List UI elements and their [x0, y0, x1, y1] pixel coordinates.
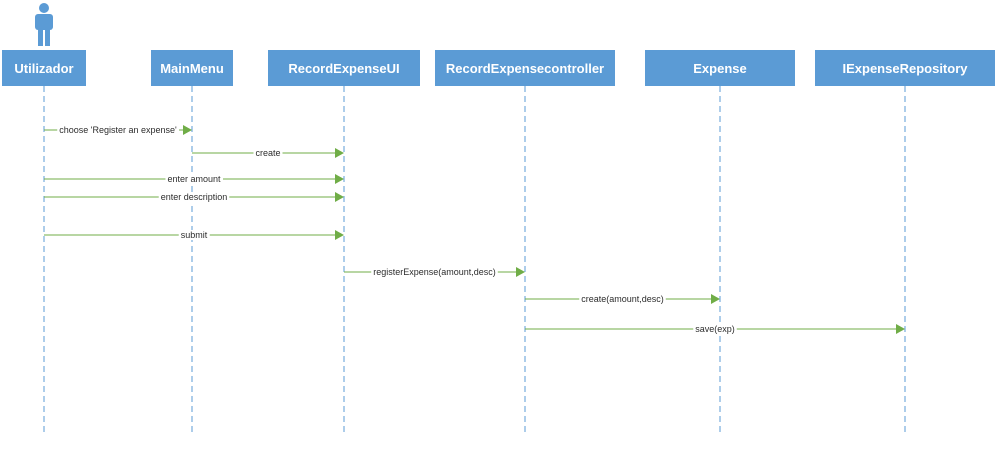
message-3: enter amount: [44, 174, 344, 184]
stick-figure-icon: [35, 3, 53, 46]
message-label: create(amount,desc): [581, 294, 664, 304]
participant-mainmenu: MainMenu: [151, 50, 233, 86]
participant-iexpenserepository: IExpenseRepository: [815, 50, 995, 86]
participant-box: [645, 50, 795, 86]
participant-utilizador: Utilizador: [2, 50, 86, 86]
message-label-bg: [165, 174, 224, 184]
participant-box: [268, 50, 420, 86]
participant-label: RecordExpenseUI: [288, 61, 399, 76]
participant-box: [435, 50, 615, 86]
message-label: create: [255, 148, 280, 158]
arrowhead-icon: [335, 148, 344, 158]
message-label: enter description: [161, 192, 228, 202]
participant-recordexpensecontroller: RecordExpensecontroller: [435, 50, 615, 86]
message-8: save(exp): [525, 324, 905, 334]
participant-label: RecordExpensecontroller: [446, 61, 604, 76]
arrowhead-icon: [183, 125, 192, 135]
participant-label: IExpenseRepository: [843, 61, 969, 76]
message-4: enter description: [44, 192, 344, 202]
arrowhead-icon: [516, 267, 525, 277]
message-label-bg: [253, 148, 283, 158]
message-label: registerExpense(amount,desc): [373, 267, 496, 277]
arrowhead-icon: [335, 230, 344, 240]
participant-box: [815, 50, 995, 86]
participant-expense: Expense: [645, 50, 795, 86]
message-label-bg: [57, 125, 180, 135]
message-6: registerExpense(amount,desc): [344, 267, 525, 277]
arrowhead-icon: [335, 192, 344, 202]
participant-label: Utilizador: [14, 61, 73, 76]
message-label-bg: [371, 267, 498, 277]
message-label-bg: [693, 324, 737, 334]
arrowhead-icon: [896, 324, 905, 334]
message-label: enter amount: [167, 174, 221, 184]
message-label-bg: [579, 294, 666, 304]
participant-box: [151, 50, 233, 86]
message-1: choose 'Register an expense': [44, 125, 192, 135]
message-label: choose 'Register an expense': [59, 125, 177, 135]
message-label-bg: [158, 192, 230, 202]
participant-box: [2, 50, 86, 86]
arrowhead-icon: [335, 174, 344, 184]
participant-recordexpenseui: RecordExpenseUI: [268, 50, 420, 86]
message-label-bg: [178, 230, 210, 240]
message-7: create(amount,desc): [525, 294, 720, 304]
arrowhead-icon: [711, 294, 720, 304]
message-label: submit: [181, 230, 208, 240]
participant-label: Expense: [693, 61, 746, 76]
message-label: save(exp): [695, 324, 735, 334]
message-5: submit: [44, 230, 344, 240]
participant-label: MainMenu: [160, 61, 224, 76]
message-2: create: [192, 148, 344, 158]
